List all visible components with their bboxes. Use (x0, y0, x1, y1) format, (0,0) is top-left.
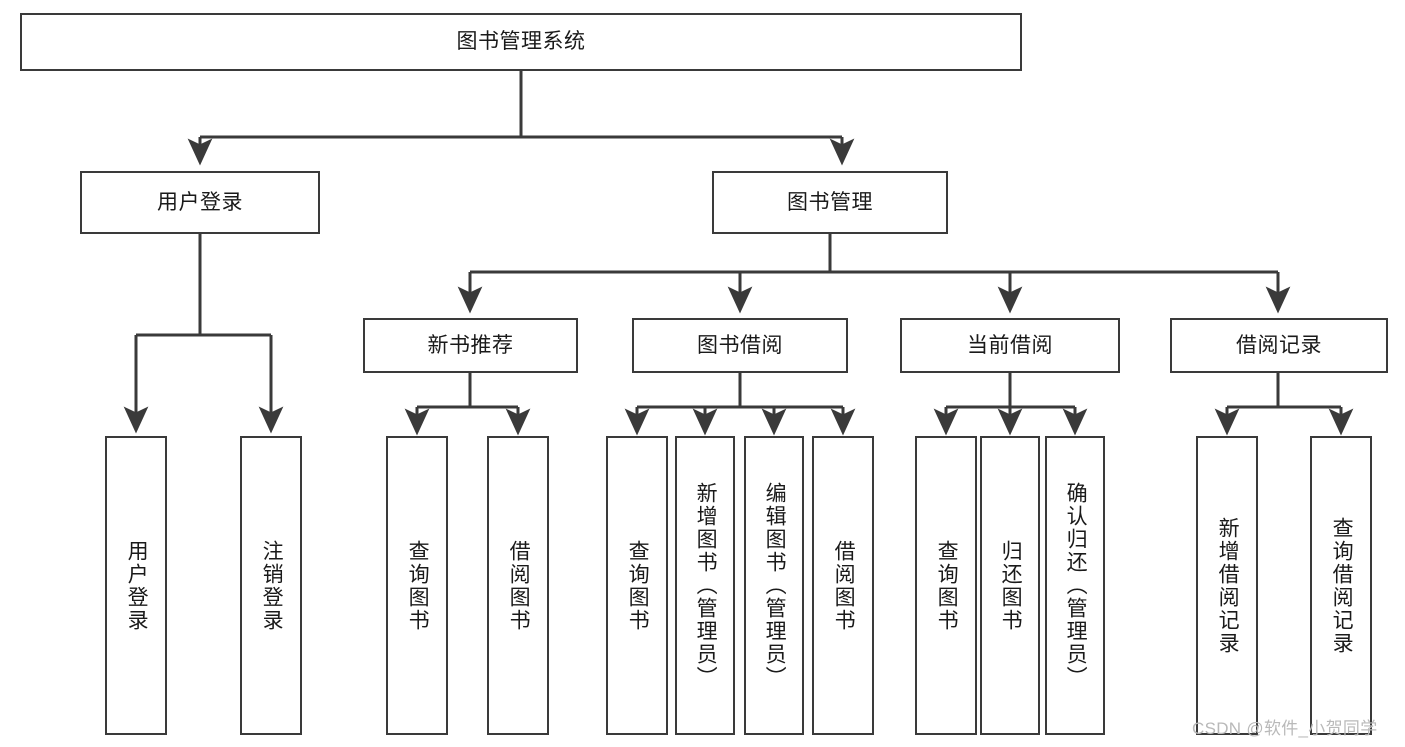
node-new-book-recommend[interactable]: 新书推荐 (363, 318, 578, 373)
node-leaf-query-book-1[interactable]: 查询图书 (386, 436, 448, 735)
node-leaf-edit-book[interactable]: 编辑图书（管理员） (744, 436, 804, 735)
csdn-watermark: CSDN @软件_小贺同学 (1192, 719, 1378, 738)
node-leaf-user-login-label: 用户登录 (125, 539, 149, 632)
node-user-login[interactable]: 用户登录 (80, 171, 320, 234)
node-leaf-query-book-2[interactable]: 查询图书 (606, 436, 668, 735)
node-leaf-borrow-book-1[interactable]: 借阅图书 (487, 436, 549, 735)
node-new-book-recommend-label: 新书推荐 (427, 333, 514, 357)
node-leaf-return-book-label: 归还图书 (999, 539, 1023, 632)
node-book-borrow-label: 图书借阅 (697, 333, 783, 357)
node-leaf-user-login[interactable]: 用户登录 (105, 436, 167, 735)
node-book-manage[interactable]: 图书管理 (712, 171, 948, 234)
node-leaf-query-book-3-label: 查询图书 (935, 539, 959, 632)
node-leaf-query-record-label: 查询借阅记录 (1330, 516, 1354, 655)
node-leaf-add-record-label: 新增借阅记录 (1216, 516, 1240, 655)
node-leaf-add-book-label: 新增图书（管理员） (694, 482, 718, 689)
node-leaf-edit-book-label: 编辑图书（管理员） (763, 482, 787, 689)
node-current-borrow[interactable]: 当前借阅 (900, 318, 1120, 373)
node-leaf-borrow-book-2[interactable]: 借阅图书 (812, 436, 874, 735)
node-leaf-borrow-book-1-label: 借阅图书 (507, 539, 531, 632)
node-leaf-query-book-3[interactable]: 查询图书 (915, 436, 977, 735)
node-root[interactable]: 图书管理系统 (20, 13, 1022, 71)
node-borrow-record-label: 借阅记录 (1236, 333, 1322, 357)
node-leaf-logout-login[interactable]: 注销登录 (240, 436, 302, 735)
node-leaf-add-book[interactable]: 新增图书（管理员） (675, 436, 735, 735)
node-leaf-borrow-book-2-label: 借阅图书 (832, 539, 856, 632)
node-root-label: 图书管理系统 (456, 30, 586, 54)
node-book-manage-label: 图书管理 (787, 190, 873, 214)
node-leaf-query-book-2-label: 查询图书 (626, 539, 650, 632)
node-leaf-add-record[interactable]: 新增借阅记录 (1196, 436, 1258, 735)
node-borrow-record[interactable]: 借阅记录 (1170, 318, 1388, 373)
node-leaf-confirm-return-label: 确认归还（管理员） (1064, 482, 1088, 689)
node-leaf-logout-login-label: 注销登录 (260, 539, 284, 632)
node-leaf-query-book-1-label: 查询图书 (406, 539, 430, 632)
node-current-borrow-label: 当前借阅 (967, 333, 1053, 357)
node-leaf-confirm-return[interactable]: 确认归还（管理员） (1045, 436, 1105, 735)
node-user-login-label: 用户登录 (157, 190, 243, 214)
node-book-borrow[interactable]: 图书借阅 (632, 318, 848, 373)
node-leaf-return-book[interactable]: 归还图书 (980, 436, 1040, 735)
node-leaf-query-record[interactable]: 查询借阅记录 (1310, 436, 1372, 735)
